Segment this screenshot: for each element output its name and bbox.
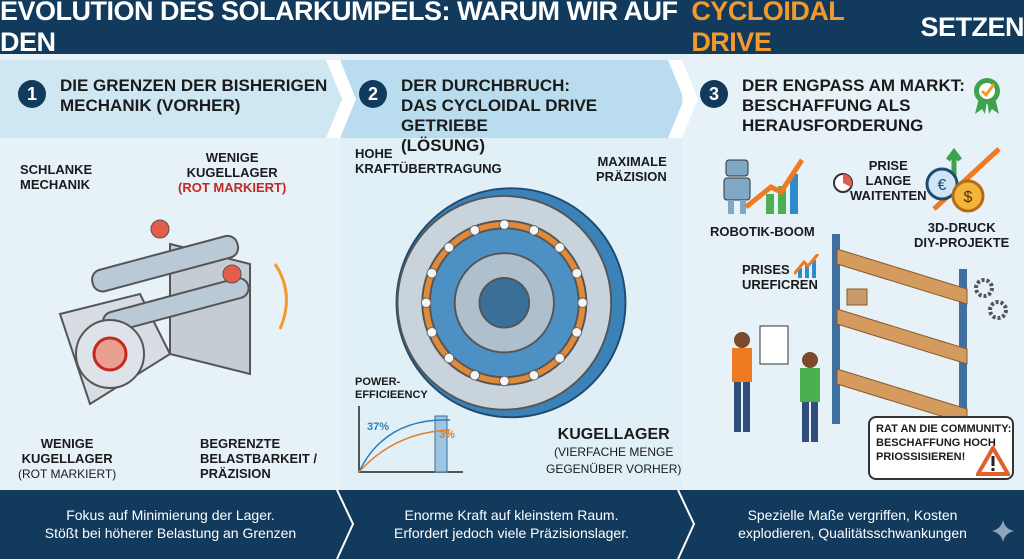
label-power-efficiency: POWER- EFFICIEENCY <box>355 376 428 401</box>
label-limited-capacity: BEGRENZTE BELASTBARKEIT / PRÄZISION <box>200 436 317 481</box>
value-37: 37% <box>367 421 390 433</box>
step-number: 3 <box>700 80 728 108</box>
step-number: 1 <box>18 80 46 108</box>
people-illustration <box>732 325 820 442</box>
step-number: 2 <box>359 80 387 108</box>
warning-icon <box>976 446 1010 476</box>
label-3d-printing: 3D-DRUCK DIY-PROJEKTE <box>914 220 1010 250</box>
panel-before: 1 DIE GRENZEN DER BISHERIGEN MECHANIK (V… <box>0 54 341 490</box>
price-up-icon <box>794 254 820 278</box>
cycloidal-drive-illustration <box>395 187 627 419</box>
footer-bar: Fokus auf Minimierung der Lager. Stößt b… <box>0 490 1024 559</box>
label-bearings: KUGELLAGER (VIERFACHE MENGE GEGENÜBER VOR… <box>546 426 681 477</box>
box-icon <box>846 288 868 306</box>
title-text-end: SETZEN <box>920 11 1024 42</box>
chevron-divider-2 <box>668 60 698 138</box>
panel-header <box>682 60 1024 138</box>
footer-chevron-1 <box>336 490 355 559</box>
label-long-waits: PRISE LANGE WAITENTEN <box>850 158 927 203</box>
label-few-bearings-bottom: WENIGE KUGELLAGER(ROT MARKIERT) <box>18 436 116 482</box>
euro-icon: € <box>938 177 947 194</box>
slim-mechanism-illustration <box>58 219 288 406</box>
checklist-icon <box>759 325 789 365</box>
footer-text-2: Enorme Kraft auf kleinstem Raum. Erforde… <box>393 507 629 541</box>
label-text: KUGELLAGER <box>557 426 670 443</box>
label-slim-mechanics: SCHLANKE MECHANIK <box>20 162 93 192</box>
panel-header <box>0 60 341 138</box>
footer-chevron-2 <box>677 490 696 559</box>
label-red-note: (ROT MARKIERT) <box>178 180 287 195</box>
chart-highlight-bar <box>434 415 448 473</box>
chevron-divider-1 <box>326 60 356 138</box>
empty-shelf-illustration <box>832 234 968 425</box>
title-text: EVOLUTION DES SOLARKUMPELS: WARUM WIR AU… <box>0 0 678 57</box>
gears-icon <box>974 278 1008 320</box>
series-line-orange <box>358 429 451 473</box>
label-text: WENIGE KUGELLAGER <box>21 436 113 466</box>
panel-heading: DER DURCHBRUCH: DAS CYCLOIDAL DRIVE GETR… <box>401 76 598 155</box>
panel-solution: 2 DER DURCHBRUCH: DAS CYCLOIDAL DRIVE GE… <box>341 54 682 490</box>
label-community-advice: RAT AN DIE COMMUNITY: BESCHAFFUNG HOCH P… <box>876 423 1012 463</box>
value-3: 3% <box>439 429 455 441</box>
currency-growth-icon: €$ <box>925 147 1001 213</box>
label-text: WENIGE KUGELLAGER <box>186 150 278 180</box>
efficiency-chart <box>358 406 463 473</box>
panel-heading: DER ENGPASS AM MARKT: BESCHAFFUNG ALS HE… <box>742 76 965 135</box>
sparkle-icon <box>992 520 1014 542</box>
robot-growth-icon <box>723 158 805 214</box>
label-robotics-boom: ROBOTIK-BOOM <box>710 224 815 239</box>
series-line-blue <box>358 419 451 473</box>
label-prices-rising: PRISES UREFICREN <box>742 262 818 292</box>
award-badge-icon <box>974 78 1000 114</box>
panel-market: 3 DER ENGPASS AM MARKT: BESCHAFFUNG ALS … <box>682 54 1024 490</box>
dollar-icon: $ <box>964 189 973 206</box>
label-note: (ROT MARKIERT) <box>18 467 117 481</box>
label-high-force: HOHE KRAFTÜBERTRAGUNG <box>355 146 502 176</box>
footer-text-1: Fokus auf Minimierung der Lager. Stößt b… <box>44 507 297 541</box>
footer-text-3: Spezielle Maße vergriffen, Kosten explod… <box>738 507 967 541</box>
label-few-bearings-top: WENIGE KUGELLAGER(ROT MARKIERT) <box>178 150 286 195</box>
clock-icon <box>833 173 853 193</box>
label-note: (VIERFACHE MENGE GEGENÜBER VORHER) <box>546 445 682 476</box>
title-highlight: CYCLOIDAL DRIVE <box>691 0 844 57</box>
panel-heading: DIE GRENZEN DER BISHERIGEN MECHANIK (VOR… <box>60 76 328 115</box>
page-title: EVOLUTION DES SOLARKUMPELS: WARUM WIR AU… <box>0 0 1024 57</box>
panel-header <box>341 60 682 138</box>
label-max-precision: MAXIMALE PRÄZISION <box>596 154 667 184</box>
